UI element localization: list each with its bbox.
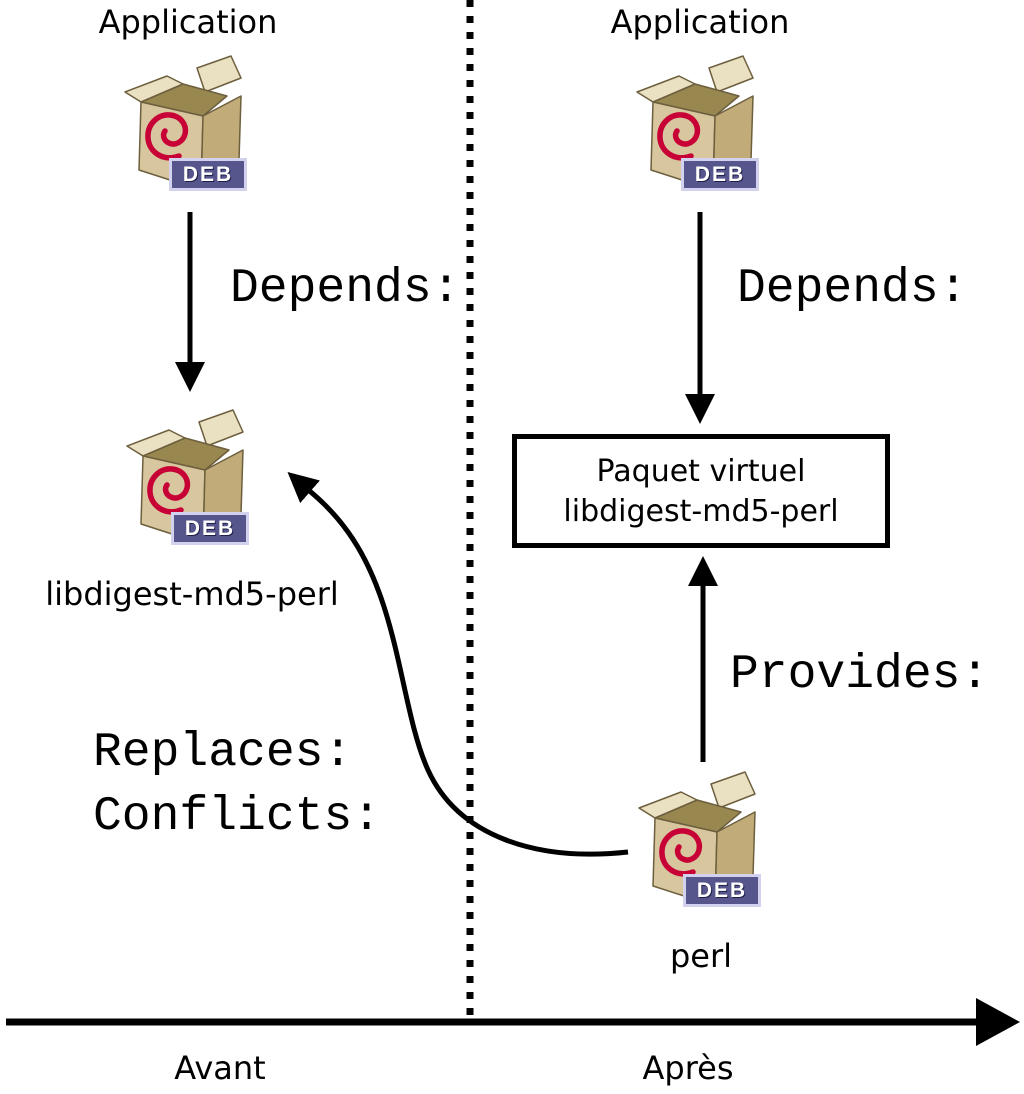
deb-badge: DEB [683, 874, 761, 907]
right-application-package-icon: DEB [625, 52, 775, 202]
libdigest-md5-perl-package-icon: DEB [115, 406, 265, 556]
left-application-label: Application [98, 3, 278, 41]
virtual-package-box-line2: libdigest-md5-perl [563, 493, 839, 529]
perl-label: perl [669, 937, 733, 975]
deb-badge: DEB [171, 512, 249, 545]
timeline-before-label: Avant [174, 1049, 266, 1087]
right-application-label: Application [610, 3, 790, 41]
provides-label: Provides: [730, 648, 990, 702]
timeline-arrowhead-icon [976, 998, 1020, 1046]
deb-badge: DEB [169, 158, 247, 191]
timeline-after-label: Après [642, 1049, 734, 1087]
right-depends-label: Depends: [737, 262, 968, 316]
virtual-package-box-line1: Paquet virtuel [596, 453, 806, 489]
libdigest-md5-perl-label: libdigest-md5-perl [45, 575, 339, 613]
replaces-label: Replaces: [93, 726, 353, 780]
left-application-package-icon: DEB [113, 52, 263, 202]
deb-badge: DEB [681, 158, 759, 191]
virtual-package-box: Paquet virtuel libdigest-md5-perl [512, 434, 890, 548]
perl-package-icon: DEB [627, 768, 777, 918]
conflicts-label: Conflicts: [93, 790, 382, 844]
left-depends-label: Depends: [230, 262, 461, 316]
